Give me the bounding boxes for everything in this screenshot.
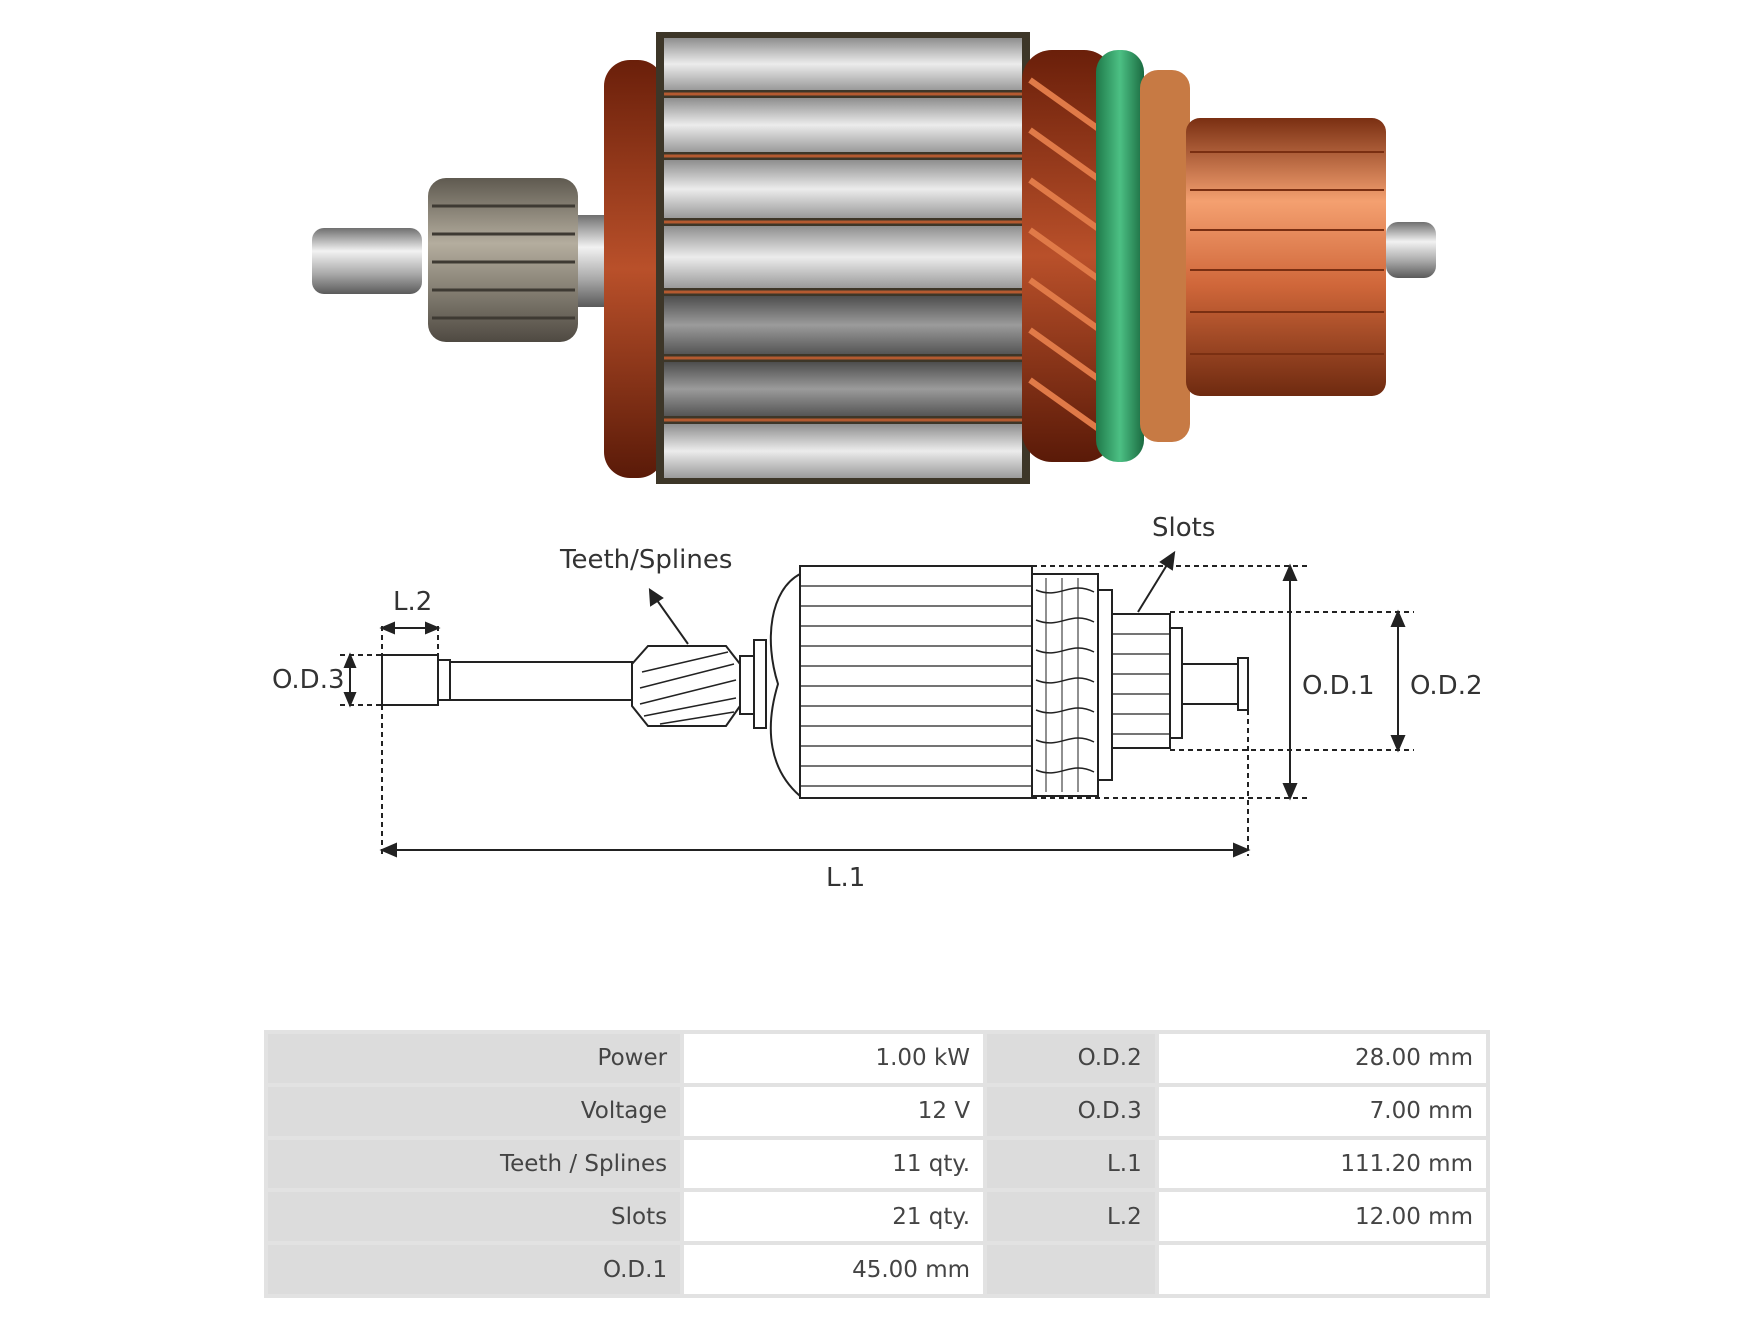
spec-key: Voltage (268, 1086, 681, 1136)
leader-slots (1137, 559, 1171, 613)
spec-key: O.D.3 (987, 1086, 1155, 1136)
table-row: Power 1.00 kW O.D.2 28.00 mm (268, 1034, 1486, 1083)
spec-value (1158, 1245, 1486, 1294)
spec-key: Power (268, 1034, 681, 1083)
spec-key: O.D.2 (987, 1034, 1155, 1083)
label-od2: O.D.2 (1410, 671, 1483, 701)
table-row: Teeth / Splines 11 qty. L.1 111.20 mm (268, 1139, 1486, 1189)
drawing-windings-left (769, 573, 801, 797)
commutator (1186, 118, 1386, 396)
spec-value: 12.00 mm (1158, 1192, 1486, 1242)
label-l1: L.1 (826, 863, 865, 893)
shaft-right (1386, 222, 1436, 278)
windings-left (604, 60, 664, 478)
spec-value: 21 qty. (684, 1192, 984, 1242)
table-row: O.D.1 45.00 mm (268, 1245, 1486, 1294)
table-row: Slots 21 qty. L.2 12.00 mm (268, 1192, 1486, 1242)
spec-value: 28.00 mm (1158, 1034, 1486, 1083)
windings-right (1022, 50, 1114, 462)
label-od1: O.D.1 (1302, 671, 1375, 701)
armature-core (656, 32, 1030, 484)
table-row: Voltage 12 V O.D.3 7.00 mm (268, 1086, 1486, 1136)
spec-value: 11 qty. (684, 1139, 984, 1189)
leader-teeth-splines (653, 595, 689, 645)
spec-key: L.2 (987, 1192, 1155, 1242)
shaft-left (312, 228, 422, 294)
green-insulator-ring (1096, 50, 1144, 462)
spec-key (987, 1245, 1155, 1294)
label-teeth-splines: Teeth/Splines (559, 545, 732, 575)
specifications-table: Power 1.00 kW O.D.2 28.00 mm Voltage 12 … (264, 1030, 1490, 1298)
drawing-core (799, 565, 1033, 799)
drawing-shaft (449, 661, 633, 701)
spec-key: L.1 (987, 1139, 1155, 1189)
spec-value: 111.20 mm (1158, 1139, 1486, 1189)
label-od3: O.D.3 (272, 665, 345, 695)
spec-key: O.D.1 (268, 1245, 681, 1294)
label-l2: L.2 (393, 587, 432, 617)
dimension-drawing: Teeth/Splines Slots L.2 O.D.3 O.D.1 O.D.… (272, 513, 1483, 893)
spec-value: 7.00 mm (1158, 1086, 1486, 1136)
commutator-risers (1140, 70, 1190, 442)
spec-key: Teeth / Splines (268, 1139, 681, 1189)
spec-value: 1.00 kW (684, 1034, 984, 1083)
spec-key: Slots (268, 1192, 681, 1242)
drawing-shaft-end (381, 654, 439, 706)
spec-value: 45.00 mm (684, 1245, 984, 1294)
spec-value: 12 V (684, 1086, 984, 1136)
armature-photo (312, 32, 1436, 484)
label-slots: Slots (1152, 513, 1215, 543)
drawing-windings-right (1031, 573, 1099, 797)
